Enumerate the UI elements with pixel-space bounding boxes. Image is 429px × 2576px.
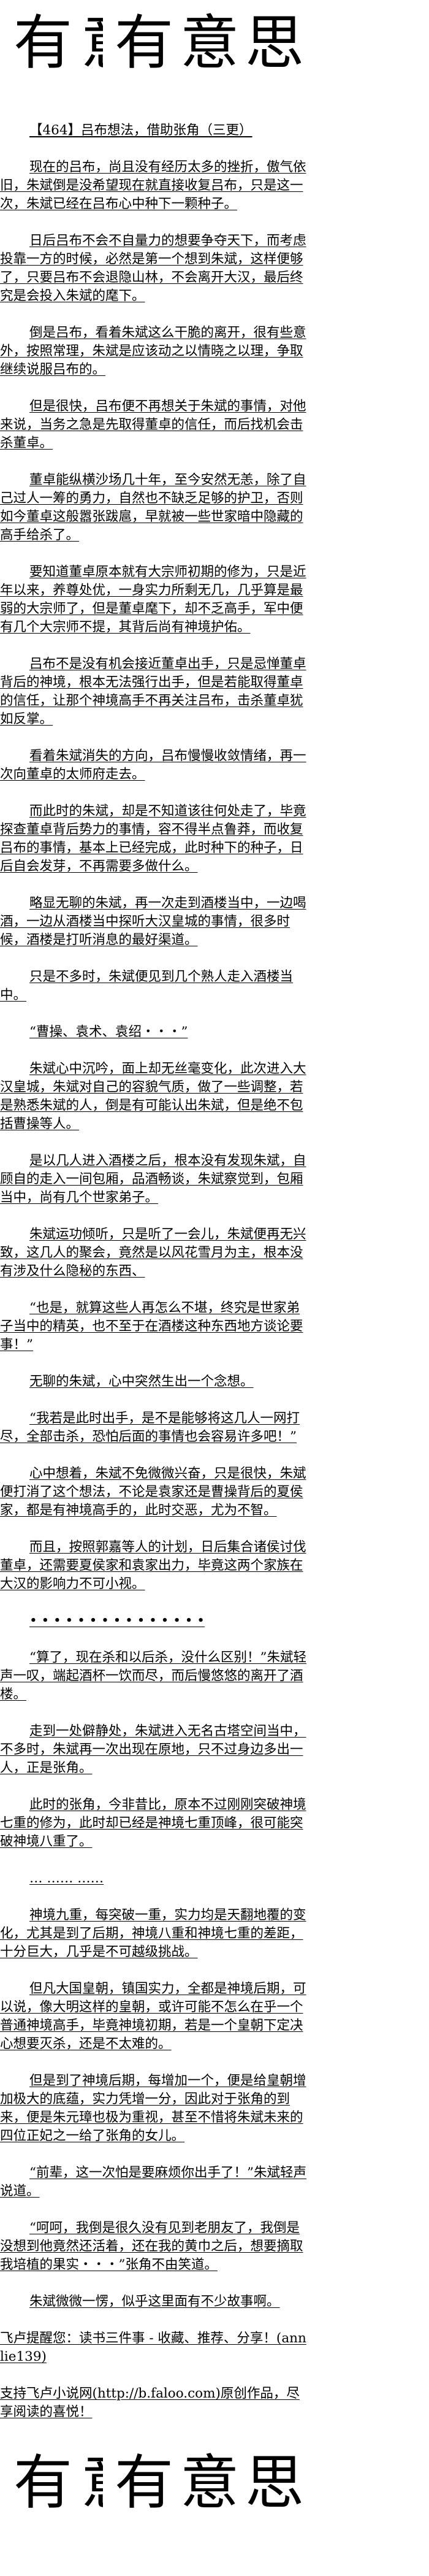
paragraph: 略显无聊的朱斌，再一次走到酒楼当中，一边喝酒，一边从酒楼当中探听大汉皇城的事情，…	[0, 895, 306, 948]
paragraph: 而且，按照郭嘉等人的计划，日后集合诸侯讨伐董卓，还需要夏侯家和袁家出力，毕竟这两…	[0, 1539, 306, 1592]
footer-support-link[interactable]: 支持飞卢小说网(http://b.faloo.com)原创作品，尽享阅读的喜悦！	[0, 2386, 300, 2420]
paragraph: 是以几人进入酒楼之后，根本没有发现朱斌，自顾自的走入一间包厢，品酒畅谈，朱斌察觉…	[0, 1153, 306, 1205]
paragraph: 董卓能纵横沙场几十年，至今安然无恙，除了自己过人一筹的勇力，自然也不缺乏足够的护…	[0, 472, 306, 543]
paragraph: 但凡大国皇朝，镇国实力，全都是神境后期，可以说，像大明这样的皇朝，或许可能不怎么…	[0, 1981, 306, 2052]
paragraph: 心中想着，朱斌不免微微兴奋，只是很快，朱斌便打消了这个想法，不论是袁家还是曹操背…	[0, 1466, 306, 1518]
paragraph: 但是很快，吕布便不再想关于朱斌的事情，对他来说，当务之急是先取得董卓的信任，而后…	[0, 399, 306, 451]
paragraph: 朱斌运功倾听，只是听了一会儿，朱斌便再无兴致，这几人的聚会，竟然是以风花雪月为主…	[0, 1227, 306, 1279]
paragraph: 朱斌微微一愣，似乎这里面有不少故事啊。	[29, 2294, 280, 2309]
paragraph: 但是到了神境后期，每增加一个，便是给皇朝增加极大的底蕴，实力凭增一分，因此对于张…	[0, 2073, 306, 2144]
paragraph: “呵呵，我倒是很久没有见到老朋友了，我倒是没想到他竟然还活着，还在我的黄巾之后，…	[0, 2220, 303, 2272]
logo-char: 有	[13, 9, 72, 77]
chapter-content: 【464】吕布想法，借助张角（三更） 现在的吕布，尚且没有经历太多的挫折，傲气依…	[0, 86, 309, 2421]
footer-reminder: 飞卢提醒您：读书三件事 - 收藏、推荐、分享！(annlie139)	[0, 2331, 306, 2364]
paragraph-list: 现在的吕布，尚且没有经历太多的挫折，傲气依旧，朱斌倒是没希望现在就直接收复吕布，…	[0, 158, 309, 2311]
paragraph: 倒是吕布，看着朱斌这么干脆的离开，很有些意外，按照常理，朱斌是应该动之以情晓之以…	[0, 325, 306, 377]
logo-char-clipped: 意	[81, 0, 103, 86]
paragraph: 日后吕布不会不自量力的想要争夺天下，而考虑投靠一方的时候，必然是第一个想到朱斌，…	[0, 233, 306, 304]
paragraph: “前辈，这一次怕是要麻烦你出手了！”朱斌轻声说道。	[0, 2165, 306, 2199]
chapter-title: 【464】吕布想法，借助张角（三更）	[29, 123, 252, 138]
paragraph: 此时的张角，今非昔比，原本不过刚刚突破神境七重的修为，此时却已经是神境七重顶峰，…	[0, 1797, 306, 1849]
logo-char: 有	[115, 9, 173, 77]
logo-char: 有	[115, 2448, 173, 2517]
site-logo-bottom: 有 意 有 意 思	[0, 2440, 429, 2526]
logo-char: 有	[13, 2448, 72, 2517]
paragraph: • • • • • • • • • • • • • • •	[29, 1613, 205, 1628]
paragraph: 走到一处僻静处，朱斌进入无名古塔空间当中，不多时，朱斌再一次出现在原地，只不过身…	[0, 1723, 306, 1776]
paragraph: “曹操、袁术、袁绍・・・”	[29, 1024, 188, 1040]
paragraph: 要知道董卓原本就有大宗师初期的修为，只是近年以来，养尊处优，一身实力所剩无几，几…	[0, 564, 306, 635]
paragraph: 而此时的朱斌，却是不知道该往何处走了，毕竟探查董卓背后势力的事情，容不得半点鲁莽…	[0, 803, 306, 874]
paragraph: “算了，现在杀和以后杀，没什么区别！”朱斌轻声一叹，端起酒杯一饮而尽，而后慢悠悠…	[0, 1650, 306, 1702]
paragraph: … …… ……	[29, 1871, 104, 1886]
paragraph: “我若是此时出手，是不是能够将这几人一网打尽，全部击杀，恐怕后面的事情也会容易许…	[0, 1411, 300, 1444]
logo-char: 意	[180, 9, 239, 77]
logo-char: 意	[180, 2448, 239, 2517]
paragraph: 朱斌心中沉吟，面上却无丝毫变化，此次进入大汉皇城，朱斌对自己的容貌气质，做了一些…	[0, 1061, 306, 1132]
logo-char: 思	[245, 2448, 304, 2517]
paragraph: 只是不多时，朱斌便见到几个熟人走入酒楼当中。	[0, 969, 294, 1003]
logo-char-clipped: 意	[81, 2440, 103, 2526]
paragraph: 神境九重，每突破一重，实力均是天翻地覆的变化，尤其是到了后期，神境八重和神境七重…	[0, 1907, 306, 1960]
paragraph: “也是，就算这些人再怎么不堪，终究是世家弟子当中的精英，也不至于在酒楼这种东西地…	[0, 1300, 303, 1352]
paragraph: 吕布不是没有机会接近董卓出手，只是忌惮董卓背后的神境，根本无法强行出手，但是若能…	[0, 656, 306, 727]
site-logo-top: 有 意 有 意 思	[0, 0, 429, 86]
paragraph: 看着朱斌消失的方向，吕布慢慢收敛情绪，再一次向董卓的太师府走去。	[0, 748, 306, 782]
logo-char: 思	[245, 9, 304, 77]
paragraph: 现在的吕布，尚且没有经历太多的挫折，傲气依旧，朱斌倒是没希望现在就直接收复吕布，…	[0, 159, 306, 212]
paragraph: 无聊的朱斌，心中突然生出一个念想。	[29, 1374, 254, 1389]
